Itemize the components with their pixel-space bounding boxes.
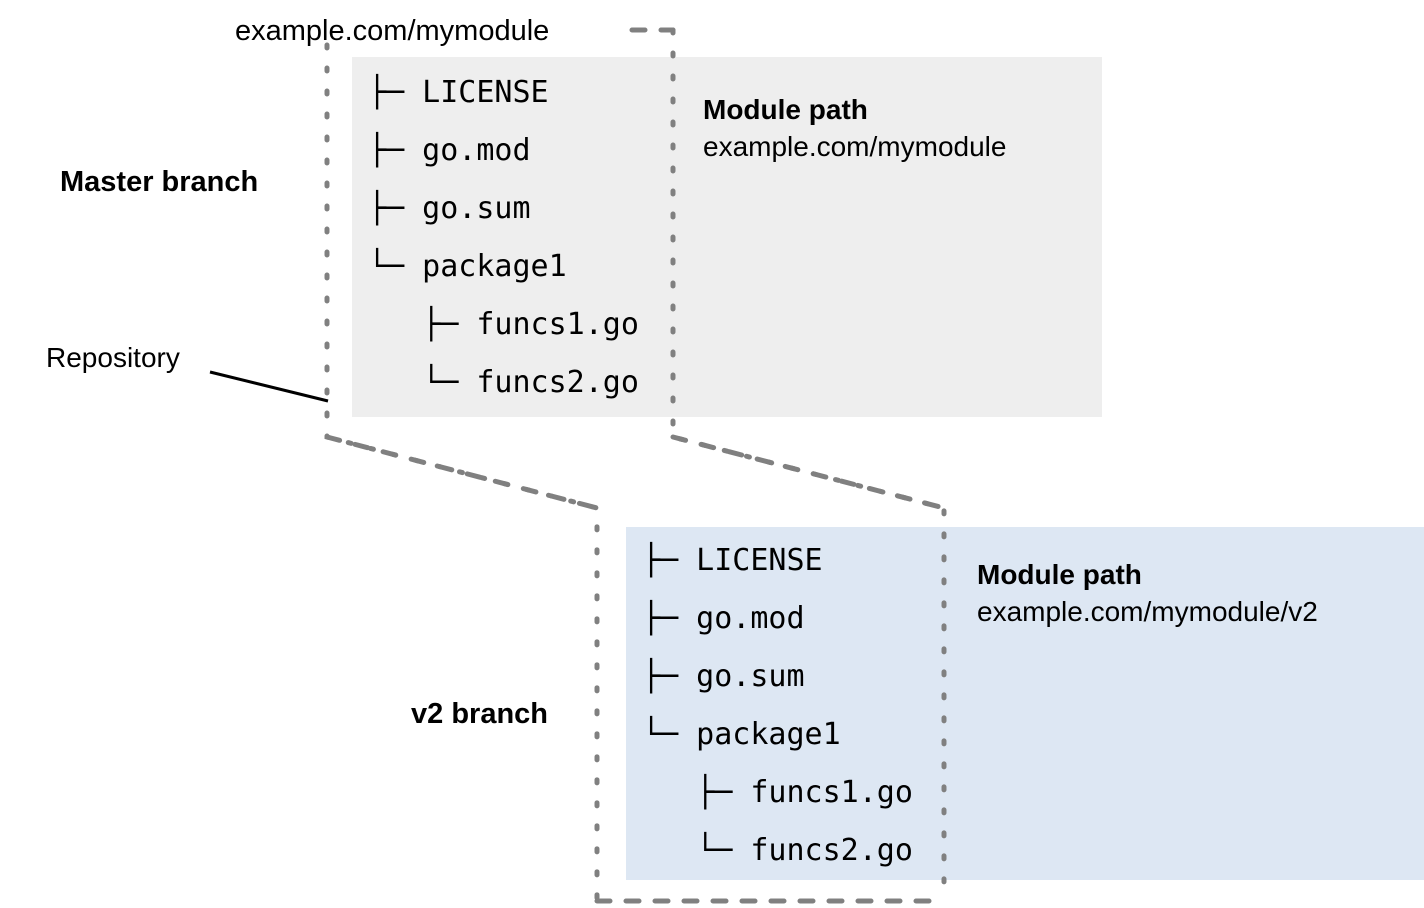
master-branch-label: Master branch <box>60 166 259 198</box>
v2-module-path-value: example.com/mymodule/v2 <box>977 596 1318 627</box>
repository-leader-line <box>209 370 329 403</box>
master-module-path-callout: Module path example.com/mymodule <box>703 92 1006 166</box>
repository-boundary-right-diagonal <box>670 434 947 511</box>
master-branch-file-tree: ├─ LICENSE ├─ go.mod ├─ go.sum └─ packag… <box>368 75 639 400</box>
repository-label: Repository <box>46 342 180 373</box>
v2-branch-label: v2 branch <box>411 698 548 730</box>
repository-boundary-left-diagonal <box>324 434 600 511</box>
master-module-path-value: example.com/mymodule <box>703 131 1007 162</box>
master-module-path-title: Module path <box>703 94 868 125</box>
v2-module-path-callout: Module path example.com/mymodule/v2 <box>977 557 1318 631</box>
top-module-path-label: example.com/mymodule <box>235 15 550 47</box>
v2-module-path-title: Module path <box>977 559 1142 590</box>
v2-branch-file-tree: ├─ LICENSE ├─ go.mod ├─ go.sum └─ packag… <box>642 543 913 868</box>
